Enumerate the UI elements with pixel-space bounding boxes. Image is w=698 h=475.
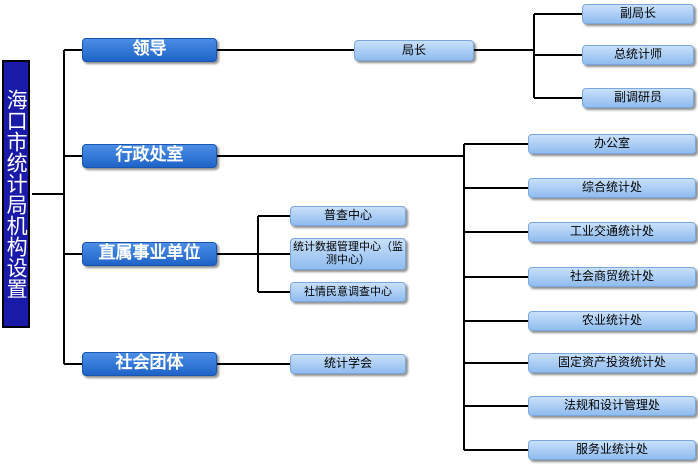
node-regulation-design-management: 法规和设计管理处 — [528, 396, 696, 416]
category-leadership: 领导 — [82, 38, 217, 62]
category-admin-offices: 行政处室 — [82, 144, 217, 168]
node-fixed-asset-investment-statistics: 固定资产投资统计处 — [528, 353, 696, 373]
node-comprehensive-statistics: 综合统计处 — [528, 178, 696, 198]
node-public-opinion-survey-center: 社情民意调查中心 — [290, 282, 406, 302]
node-office: 办公室 — [528, 134, 696, 154]
category-social-groups: 社会团体 — [82, 352, 217, 376]
node-director: 局长 — [354, 40, 474, 61]
node-statistics-society: 统计学会 — [290, 354, 406, 374]
node-agriculture-statistics: 农业统计处 — [528, 311, 696, 331]
node-deputy-director: 副局长 — [582, 4, 694, 24]
node-data-management-center: 统计数据管理中心（监测中心） — [290, 238, 406, 270]
node-industry-transport-statistics: 工业交通统计处 — [528, 222, 696, 242]
node-chief-statistician: 总统计师 — [582, 45, 694, 65]
node-social-commerce-statistics: 社会商贸统计处 — [528, 267, 696, 287]
node-deputy-researcher: 副调研员 — [582, 88, 694, 108]
category-institutions: 直属事业单位 — [82, 242, 217, 266]
root-title: 海口市统计局机构设置 — [2, 60, 30, 328]
node-census-center: 普查中心 — [290, 206, 406, 226]
node-service-industry-statistics: 服务业统计处 — [528, 440, 696, 460]
